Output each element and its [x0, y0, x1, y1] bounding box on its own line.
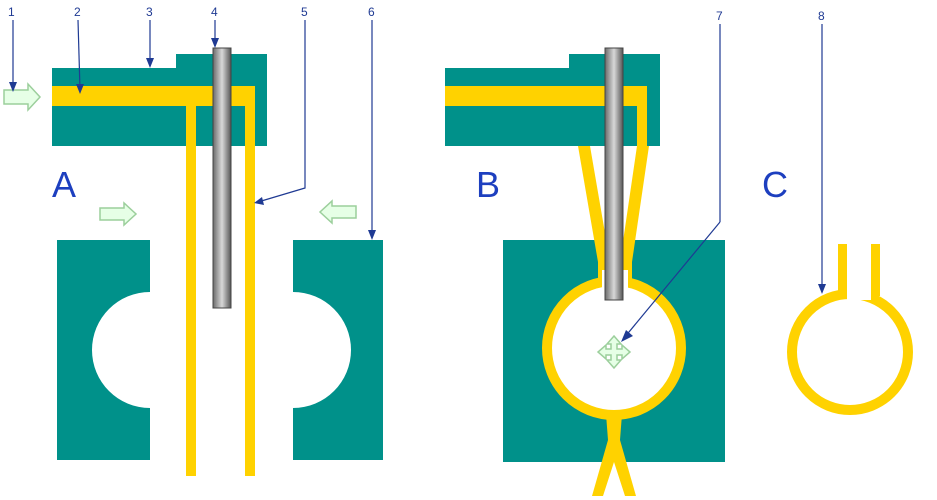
panel-label-c: C	[762, 164, 788, 205]
finished-bottle	[787, 289, 913, 415]
air-channel	[445, 86, 647, 106]
air-channel	[52, 86, 254, 106]
right-arrow-icon	[99, 201, 138, 227]
panel-b: B	[445, 47, 725, 496]
blow-pin	[212, 47, 232, 309]
panel-label-b: B	[476, 164, 500, 205]
callout-4: 4	[211, 5, 218, 19]
panel-c: C	[762, 164, 913, 415]
right-arrow-icon	[3, 82, 42, 112]
callout-8: 8	[818, 9, 825, 23]
callout-3: 3	[146, 5, 153, 19]
channel-joint	[637, 86, 647, 146]
left-arrow-icon	[318, 199, 357, 225]
callout-6: 6	[368, 5, 375, 19]
bottle-neck-opening	[847, 286, 871, 300]
panel-label-a: A	[52, 164, 76, 205]
parison-right-wall	[245, 86, 255, 476]
mold-right-half	[293, 240, 383, 460]
bottle-neck-right	[871, 244, 880, 296]
callout-5: 5	[301, 5, 308, 19]
panel-a: A	[3, 47, 383, 476]
channel-joint	[186, 86, 196, 106]
parison-left-wall	[578, 146, 610, 262]
blow-pin	[604, 47, 624, 301]
bottle-neck-left	[838, 244, 847, 296]
callout-1: 1	[8, 5, 15, 19]
callout-7: 7	[716, 9, 723, 23]
four-way-arrow-icon	[596, 334, 632, 370]
mold-left-half	[57, 240, 150, 460]
parison-left-wall	[186, 106, 196, 476]
parison-right-wall	[620, 146, 649, 262]
pinch-off-tail	[592, 414, 636, 496]
callouts	[9, 19, 826, 342]
callout-2: 2	[74, 5, 81, 19]
